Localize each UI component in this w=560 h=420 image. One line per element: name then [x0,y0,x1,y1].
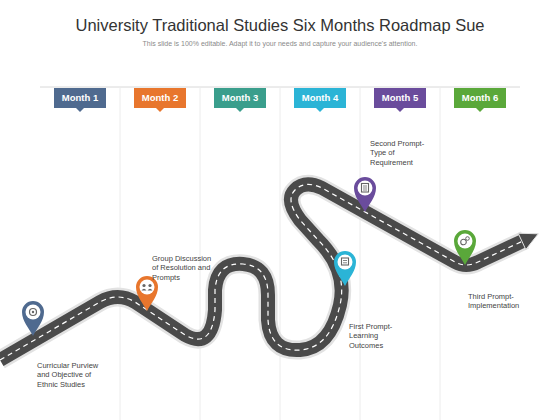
month-label: Month 4 [294,88,346,108]
tab-fill [214,88,266,112]
map-pin [334,251,356,286]
milestone-text: Curricular Purview and Objective of Ethn… [37,361,109,389]
month-label: Month 6 [454,88,506,108]
month-tab: Month 3 [214,88,266,113]
month-tab: Month 2 [134,88,186,113]
map-pin [454,230,476,265]
map-pin [22,301,44,336]
slide-subtitle: This slide is 100% editable. Adapt it to… [130,40,430,49]
road [0,184,538,360]
milestone-text: Second Prompt-Type of Requirement [370,139,426,167]
milestone-text: Group Discussion of Resolution and Promp… [152,254,216,282]
month-label: Month 3 [214,88,266,108]
month-tab: Month 6 [454,88,506,113]
month-tab: Month 5 [374,88,426,113]
map-pins [22,177,476,336]
milestone-text: First Prompt-Learning Outcomes [349,322,399,350]
month-label: Month 2 [134,88,186,108]
tab-fill [454,88,506,112]
month-tab: Month 1 [54,88,106,113]
tab-fill [54,88,106,112]
tab-fill [134,88,186,112]
month-tab: Month 4 [294,88,346,113]
slide-title: University Traditional Studies Six Month… [0,16,560,35]
tab-fill [374,88,426,112]
milestone-text: Third Prompt-Implementation [468,292,524,311]
map-pin [354,177,376,212]
month-label: Month 5 [374,88,426,108]
month-label: Month 1 [54,88,106,108]
tab-fill [294,88,346,112]
